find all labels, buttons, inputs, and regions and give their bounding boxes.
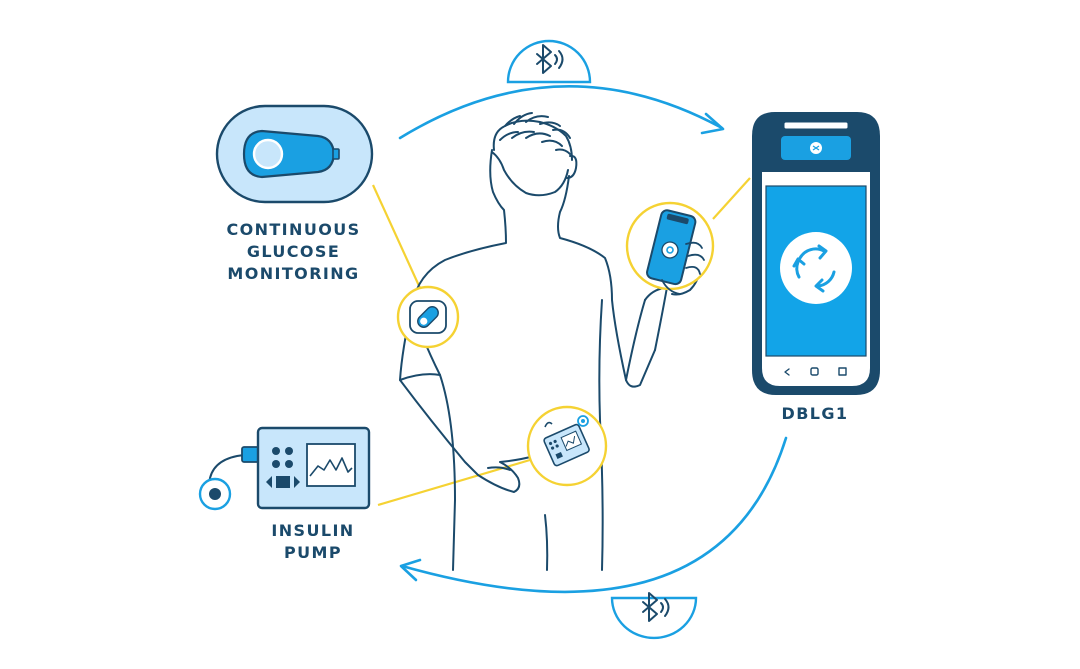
pump-hip-callout — [526, 405, 608, 487]
recent-nav-icon — [838, 367, 847, 376]
dblg1-label: DBLG1 — [760, 403, 870, 425]
home-nav-icon — [810, 367, 819, 376]
sync-icon — [792, 244, 836, 293]
top-arc-arrow — [398, 85, 725, 140]
dblg1-label-text: DBLG1 — [781, 404, 849, 423]
cgm-label-line-2: GLUCOSE — [246, 242, 341, 261]
bottom-arc-arrow — [399, 436, 788, 594]
cgm-label-line-3: MONITORING — [227, 264, 360, 283]
bluetooth-icon — [536, 44, 564, 74]
insulin-pump-device — [198, 426, 371, 511]
cgm-label-line-1: CONTINUOUS — [226, 220, 361, 239]
bluetooth-badge-bottom — [610, 592, 698, 640]
dblg1-device — [752, 112, 880, 395]
bluetooth-badge-top — [506, 39, 592, 84]
bluetooth-icon — [642, 592, 670, 622]
phone-in-hand-callout — [625, 201, 715, 295]
cgm-device — [215, 104, 374, 204]
insulin-pump-label: INSULIN PUMP — [248, 520, 378, 564]
cgm-label: CONTINUOUS GLUCOSE MONITORING — [206, 219, 381, 285]
pump-label-line-1: INSULIN — [271, 521, 355, 540]
pump-label-line-2: PUMP — [284, 543, 342, 562]
back-nav-icon — [784, 368, 790, 376]
cgm-arm-callout — [396, 285, 460, 349]
